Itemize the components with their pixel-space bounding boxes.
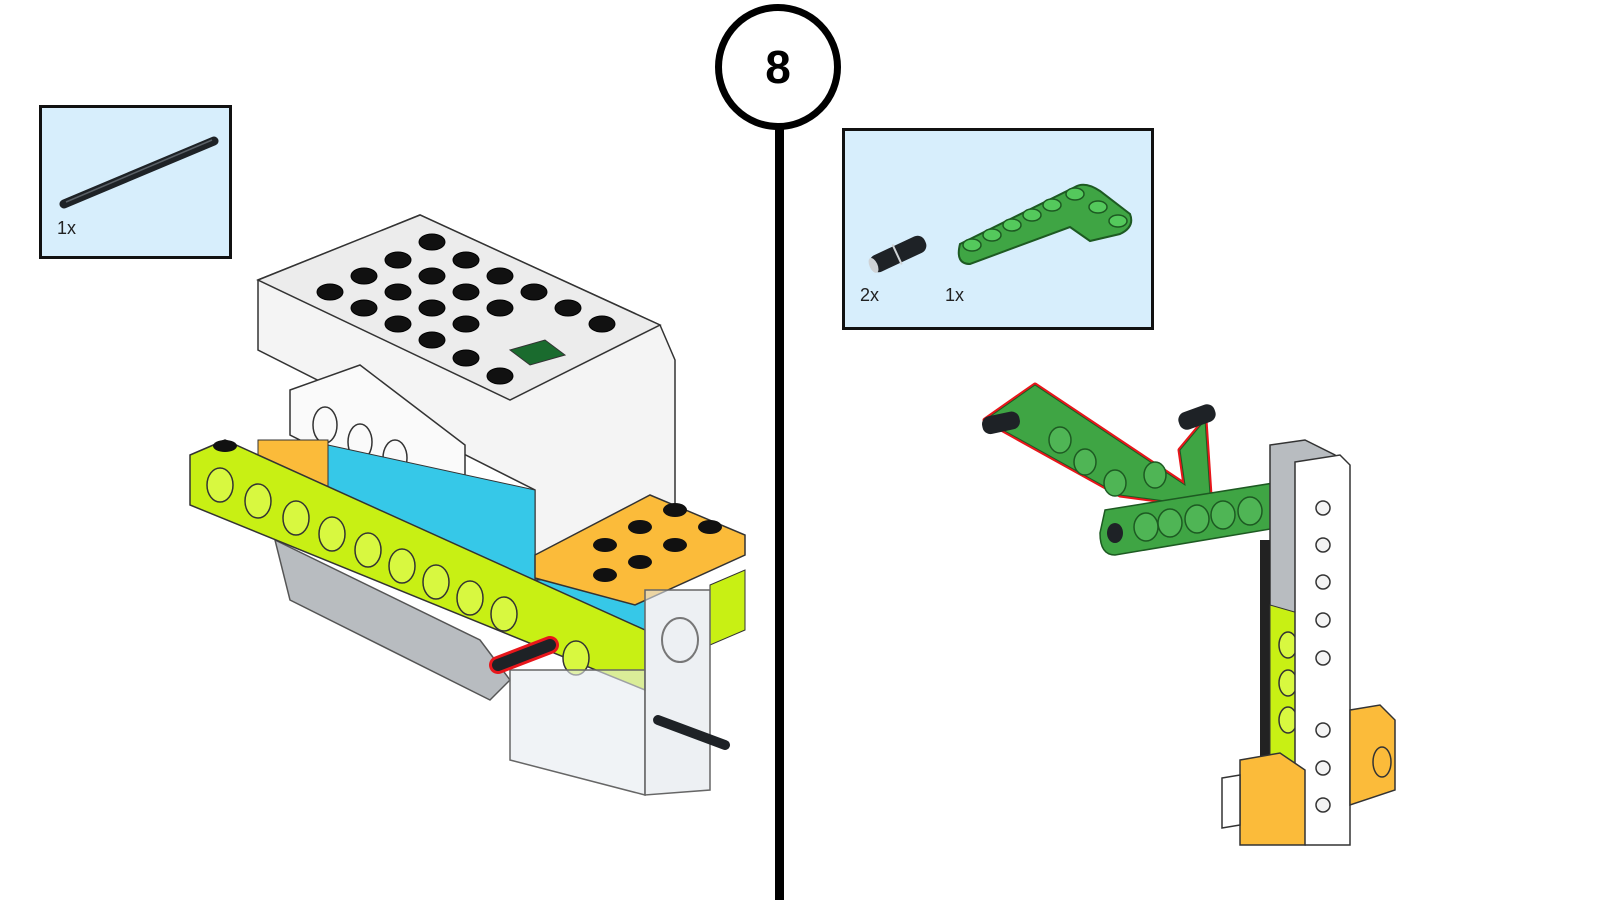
axle-part-icon	[59, 136, 219, 209]
angled-beam-highlighted	[982, 382, 1216, 508]
orange-plate	[534, 494, 746, 606]
hub-assembly-illustration	[189, 214, 746, 796]
motor	[273, 538, 511, 701]
orange-brick-base	[1239, 752, 1306, 846]
angled-beam-part-icon	[957, 183, 1133, 266]
right-parts-list-box: 2x 1x	[842, 128, 1154, 330]
hub-led	[508, 339, 567, 366]
hub-studs	[316, 233, 616, 385]
connector-peg-part-icon	[868, 235, 927, 273]
step-divider-line	[775, 128, 784, 900]
connector-peg-quantity: 2x	[860, 285, 880, 305]
output-axle	[653, 715, 730, 750]
axle-quantity: 1x	[57, 218, 77, 238]
angled-beam-quantity: 1x	[945, 285, 965, 305]
arm-assembly-illustration	[982, 382, 1396, 846]
step-number: 8	[765, 41, 791, 93]
white-plate-column	[1294, 454, 1351, 846]
clear-motor-housing	[509, 669, 646, 796]
left-parts-list-box: 1x	[39, 105, 232, 259]
step-number-badge: 8	[715, 4, 841, 130]
